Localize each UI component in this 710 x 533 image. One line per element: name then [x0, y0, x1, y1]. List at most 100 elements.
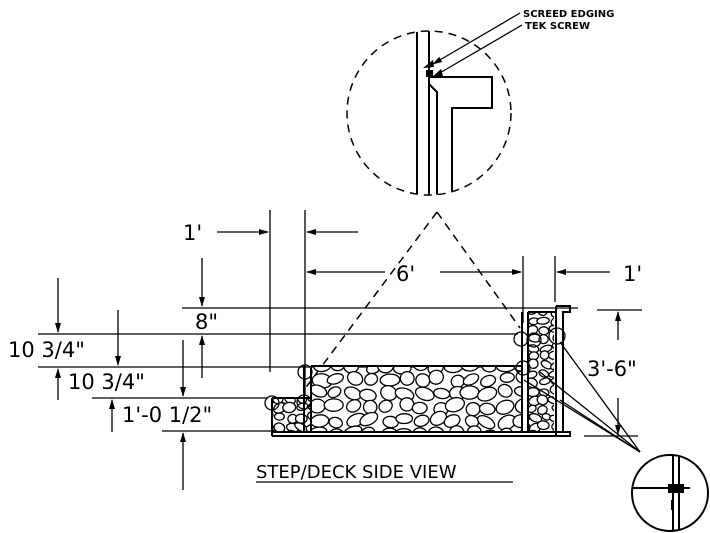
gravel-stone	[464, 414, 480, 428]
gravel-stone	[547, 350, 554, 360]
gravel-stone	[481, 429, 498, 432]
gravel-stone	[345, 399, 362, 413]
tek-screw-arrow	[431, 69, 443, 78]
dim-upper-rise: 8"	[195, 310, 218, 334]
gravel-stone	[329, 366, 346, 372]
detail-leaders-bottom	[523, 341, 641, 453]
gravel-stone	[549, 360, 554, 371]
gravel-stone	[413, 414, 430, 428]
gravel-stone	[380, 384, 398, 402]
gravel-stone	[428, 369, 444, 385]
gravel-stone	[379, 373, 401, 387]
gravel-stone	[538, 377, 552, 386]
gravel-stone	[539, 350, 550, 361]
gravel-stone	[296, 402, 309, 412]
gravel-stone	[327, 386, 342, 399]
gravel-stone	[329, 428, 344, 432]
gravel-stone	[346, 439, 364, 451]
gravel-stone	[550, 377, 554, 387]
gravel-stone	[360, 426, 376, 432]
gravel-stone	[311, 426, 328, 432]
gravel-stone	[536, 312, 548, 317]
dim-left-rise-2: 10 3/4"	[68, 370, 145, 394]
gravel-stone	[442, 441, 462, 452]
gravel-stone	[476, 386, 498, 402]
gravel-stone	[273, 422, 275, 432]
gravel-stone	[411, 401, 428, 415]
gravel-stone	[323, 398, 344, 412]
dim-lower-rise: 1'-0 1/2"	[122, 403, 212, 427]
gravel-stone	[312, 442, 329, 458]
gravel-stone	[538, 326, 550, 336]
gravel-stone	[551, 341, 554, 350]
tek-screw-leader-line	[437, 24, 523, 75]
gravel-stone	[411, 427, 428, 432]
gravel-stone	[547, 396, 554, 405]
gravel-stone	[448, 425, 465, 432]
gravel-stone	[381, 427, 399, 432]
detail-leader-right	[436, 211, 521, 329]
gravel-stone	[515, 316, 527, 328]
gravel-stone	[528, 422, 531, 432]
detail-content	[416, 31, 493, 195]
gravel-stone	[305, 423, 311, 432]
gravel-stone	[429, 410, 448, 426]
gravel-stone	[549, 384, 554, 395]
detail-boundary-small	[631, 454, 709, 532]
gravel-stone	[536, 394, 549, 406]
gravel-stone	[294, 413, 308, 424]
gravel-stone	[550, 312, 554, 318]
gravel-stone	[459, 385, 480, 400]
gravel-stone	[346, 370, 364, 386]
gravel-stone	[361, 438, 380, 454]
gravel-stone	[328, 416, 344, 429]
gravel-stone	[364, 372, 379, 386]
gravel-stone	[426, 439, 445, 452]
dim-top-left-width: 1'	[183, 221, 202, 245]
gravel-stone	[550, 316, 554, 327]
gravel-stone	[462, 373, 480, 386]
gravel-stone	[551, 404, 554, 413]
gravel-stone	[513, 366, 523, 372]
tek-screw-mark	[426, 70, 433, 77]
gravel-stone	[497, 383, 513, 398]
gravel-stone	[528, 413, 543, 423]
gravel-stone	[285, 429, 299, 432]
gravel-stone	[427, 426, 445, 432]
gravel-stone	[460, 366, 480, 372]
gravel-stone	[480, 374, 497, 388]
gravel-stone	[498, 441, 519, 456]
detail-leader-left	[303, 211, 438, 391]
gravel-stone	[444, 396, 466, 413]
gravel-stone	[414, 386, 435, 402]
gravel-stone	[528, 429, 539, 432]
gravel-stone	[481, 442, 499, 455]
gravel-stone	[552, 333, 554, 344]
gravel-stone	[311, 414, 330, 428]
detail-circle-bottom	[631, 454, 709, 532]
gravel-stone	[495, 399, 515, 415]
gravel-stone	[366, 366, 381, 375]
gravel-stone	[326, 442, 343, 457]
gravel-stone	[396, 438, 414, 455]
gravel-stone	[512, 414, 523, 429]
gravel-stone	[478, 402, 496, 416]
gravel-stone	[536, 316, 550, 325]
gravel-stone	[326, 373, 345, 385]
gravel-stone	[551, 421, 554, 431]
gravel-stone	[294, 438, 316, 455]
screed-edging-leader	[432, 12, 521, 65]
gravel-stone	[378, 399, 393, 413]
gravel-stone	[282, 401, 297, 414]
gravel-stone	[412, 366, 429, 372]
gravel-stone	[399, 370, 415, 386]
step-deck-section	[264, 305, 571, 458]
dim-left-rise-1: 10 3/4"	[8, 338, 85, 362]
gravel-stone	[499, 372, 515, 383]
gravel-stone	[415, 373, 431, 388]
gravel-stone	[433, 387, 451, 400]
gravel-stone	[549, 414, 554, 423]
gravel-stone	[311, 384, 328, 398]
detail-circle-top: SCREED EDGING TEK SCREW	[346, 9, 614, 196]
